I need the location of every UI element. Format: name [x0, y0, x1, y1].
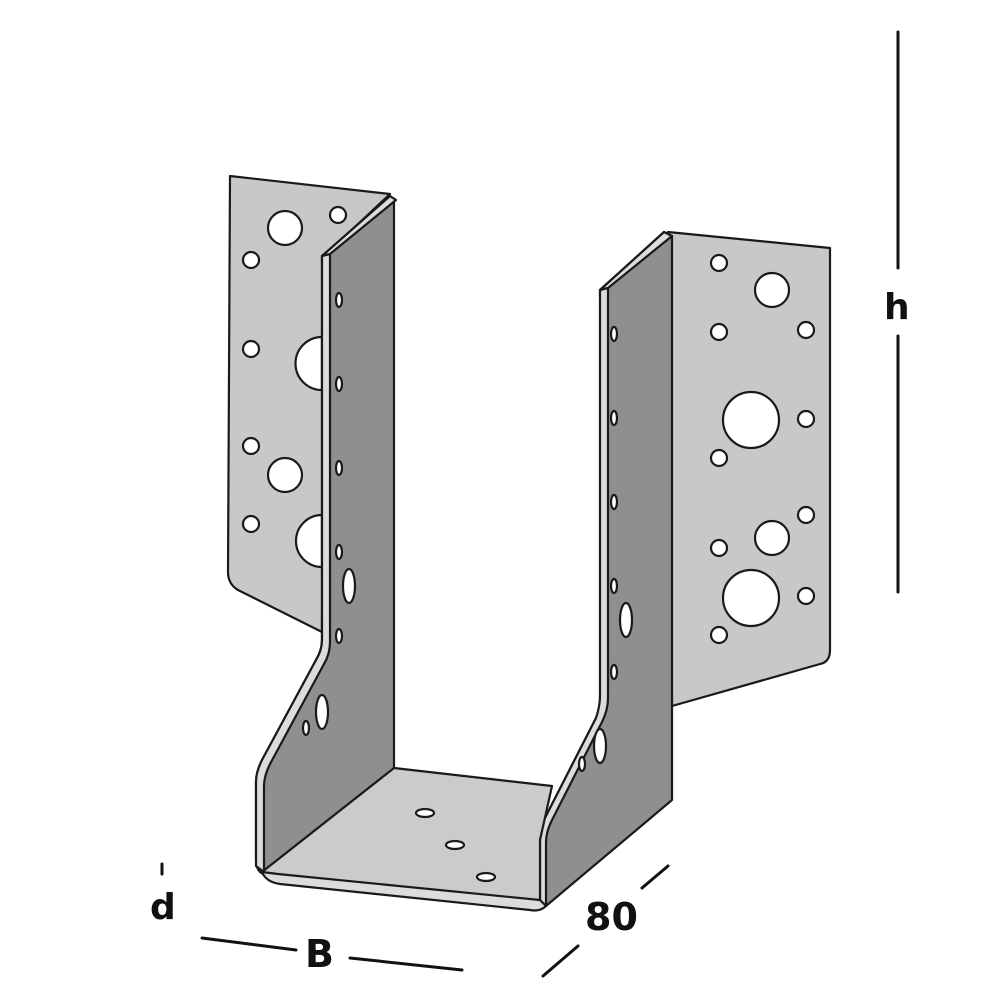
- depth-dimension-line-bottom: [541, 944, 580, 978]
- right-wall-holes: [577, 325, 634, 773]
- bottom-plate-front-edge: [260, 870, 548, 912]
- left-wall-holes: [301, 291, 357, 737]
- right-flange-holes: [709, 253, 816, 645]
- width-label: B: [305, 932, 334, 976]
- left-wall-top-edge: [320, 194, 398, 258]
- depth-dimension-line-top: [640, 864, 670, 890]
- right-flange: [666, 230, 832, 708]
- right-wall-top-edge: [598, 230, 674, 292]
- height-label: h: [884, 287, 910, 328]
- thickness-label: d: [150, 887, 176, 928]
- width-dimension-line-right: [348, 956, 464, 972]
- bottom-plate-holes: [414, 807, 497, 883]
- left-flange-holes: [241, 205, 348, 569]
- width-dimension-line-left: [200, 936, 298, 952]
- depth-label: 80: [585, 895, 638, 939]
